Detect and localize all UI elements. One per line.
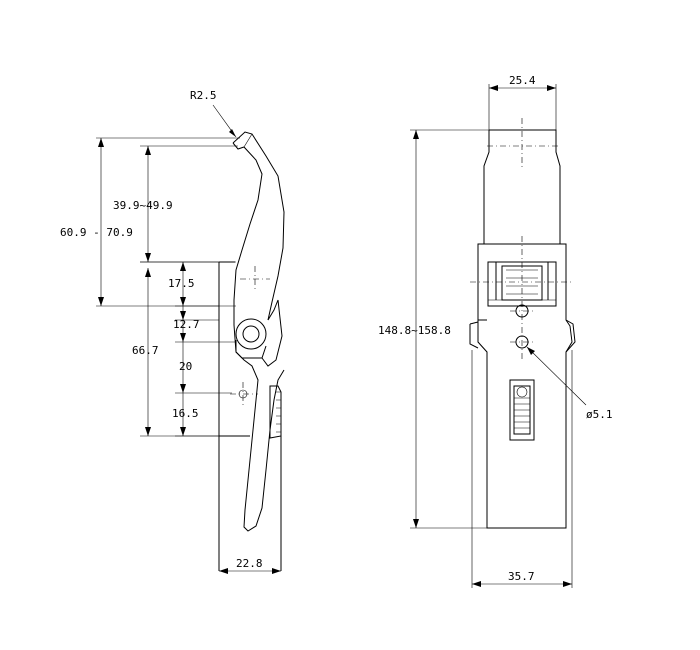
top-width-front-label: 25.4 <box>509 74 536 87</box>
d-20-label: 20 <box>179 360 192 373</box>
overall-height-side-label: 60.9 - 70.9 <box>60 226 133 239</box>
d-12-7-label: 12.7 <box>173 318 200 331</box>
side-hook-lever <box>232 131 285 325</box>
front-catch-slot <box>509 379 535 441</box>
front-view <box>469 118 576 529</box>
d-66-7-label: 66.7 <box>132 344 159 357</box>
hole-diameter-label: ø5.1 <box>586 408 613 421</box>
side-view <box>218 131 285 571</box>
upper-hook-range-label: 39.9~49.9 <box>113 199 173 212</box>
overall-length-front-label: 148.8~158.8 <box>378 324 451 337</box>
front-dimensions: 25.4 148.8~158.8 ø5.1 35.7 <box>378 74 613 588</box>
front-hook <box>483 129 561 244</box>
side-pivot-inner <box>242 325 260 343</box>
radius-label: R2.5 <box>190 89 217 102</box>
side-dimensions: R2.5 60.9 - 70.9 39.9~49.9 66.7 17.5 12.… <box>60 89 281 574</box>
base-width-front-label: 35.7 <box>508 570 535 583</box>
base-width-side-label: 22.8 <box>236 557 263 570</box>
side-catch-block <box>269 385 282 439</box>
d-17-5-label: 17.5 <box>168 277 195 290</box>
d-16-5-label: 16.5 <box>172 407 199 420</box>
side-pivot-outer <box>235 318 267 350</box>
side-lever-body <box>233 299 285 532</box>
